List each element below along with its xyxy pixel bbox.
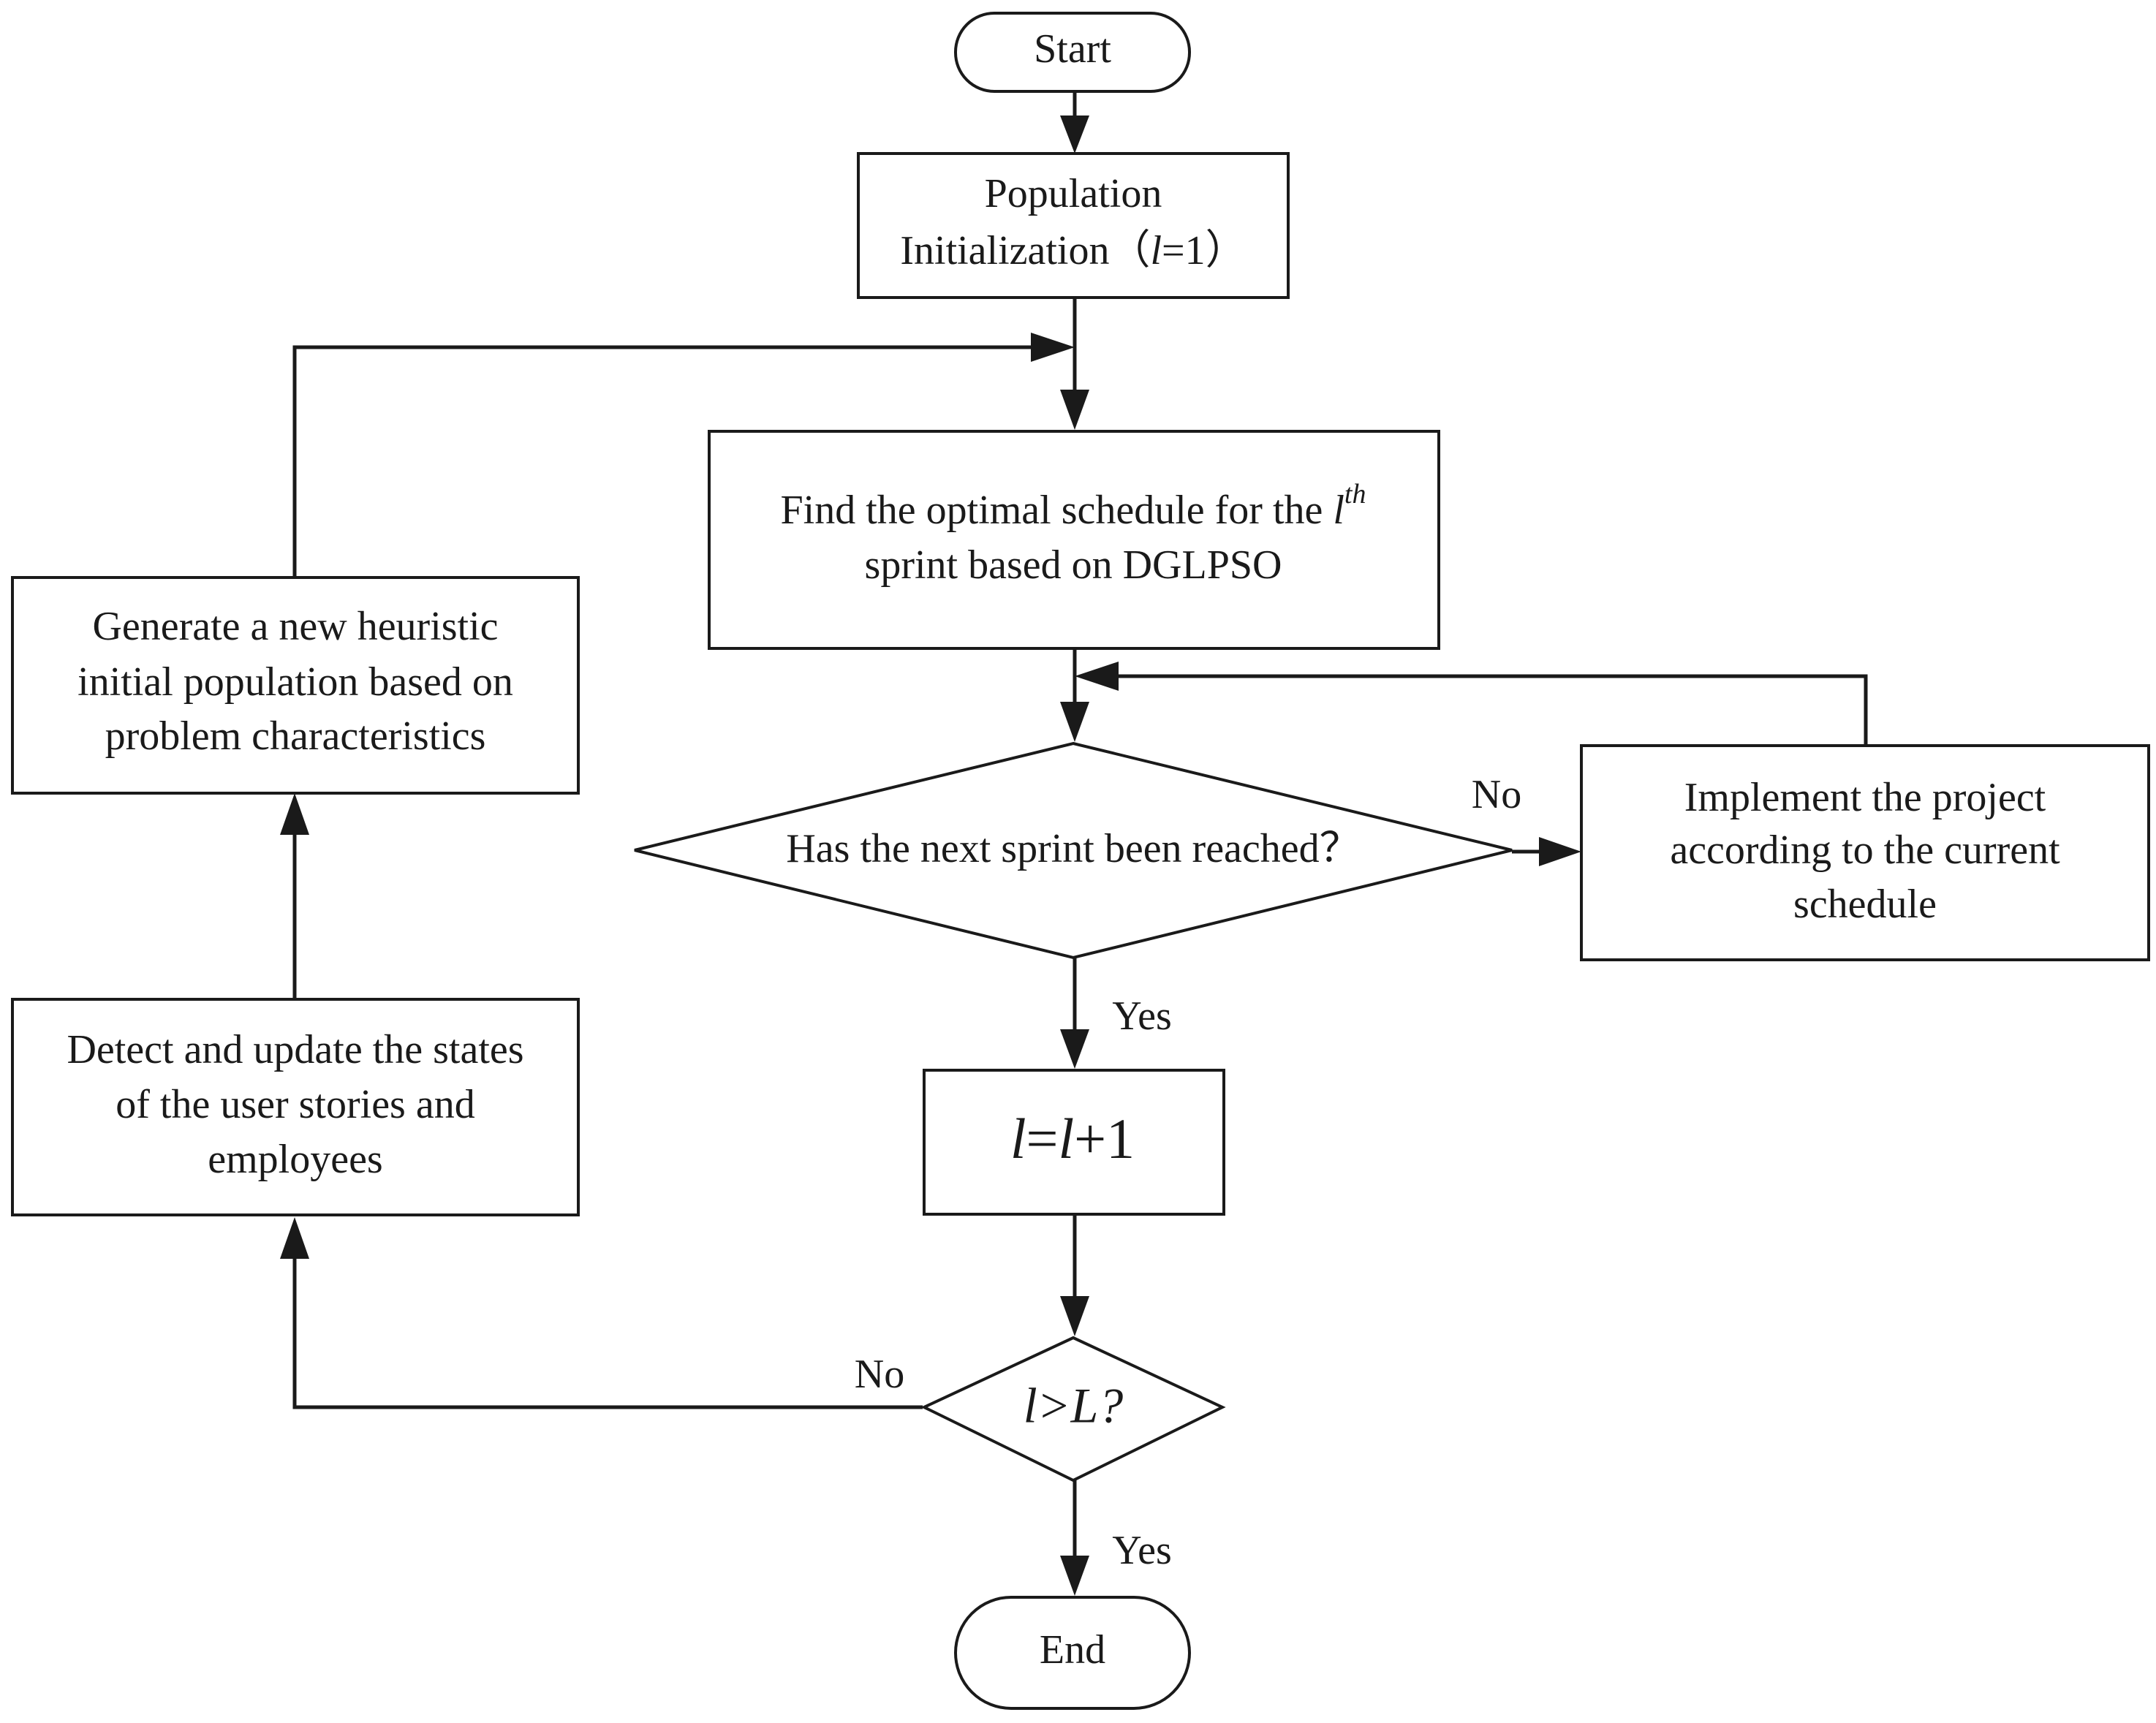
init-line2-pre: Initialization（ (900, 228, 1150, 273)
arrowhead-detect (280, 1217, 309, 1259)
detect-line1: Detect and update the states (67, 1027, 523, 1072)
find-line1-sup: th (1344, 479, 1366, 510)
arrowhead-loop-merge (1031, 333, 1075, 362)
edge-limit-no (292, 1257, 923, 1409)
sprint-no-label: No (1472, 772, 1521, 817)
sprint-decision: Has the next sprint been reached？ (634, 741, 1513, 960)
connectors (280, 91, 1868, 1596)
limit-no-label: No (855, 1352, 904, 1397)
detect-line3: employees (208, 1137, 382, 1182)
implement-rect (1580, 744, 2150, 961)
find-line1-pre: Find the optimal schedule for the (781, 488, 1334, 533)
sprint-decision-label: Has the next sprint been reached？ (786, 826, 1360, 871)
arrowhead-limit-check (1060, 1296, 1089, 1336)
find-line2: sprint based on DGLPSO (865, 542, 1282, 588)
arrowhead-sprint-check (1060, 702, 1089, 742)
arrowhead-implement-loop (1075, 662, 1119, 691)
increment-eq: = (1026, 1107, 1059, 1170)
edge-labels: No Yes No Yes (855, 772, 1521, 1573)
population-initialization-box: Population Initialization（l=1） (857, 152, 1290, 299)
arrowhead-increment (1060, 1029, 1089, 1069)
detect-update-box: Detect and update the states of the user… (11, 998, 580, 1216)
arrowhead-end (1060, 1556, 1089, 1596)
increment-rhs-var: l (1059, 1107, 1075, 1170)
arrowhead-generate (280, 793, 309, 835)
increment-box: l=l+1 (923, 1069, 1225, 1216)
arrowhead-implement (1539, 837, 1581, 866)
find-line1: Find the optimal schedule for the lth (781, 479, 1366, 533)
start-node: Start (954, 12, 1191, 93)
limit-decision-label: l>L? (1024, 1378, 1124, 1434)
limit-yes-label: Yes (1112, 1528, 1171, 1573)
sprint-yes-label: Yes (1112, 993, 1171, 1039)
init-line2-post: =1） (1162, 228, 1247, 273)
increment-label: l=l+1 (1010, 1107, 1135, 1170)
implement-line1: Implement the project (1684, 775, 2046, 820)
edge-implement-loop (1117, 674, 1868, 746)
sprint-diamond (634, 741, 1513, 960)
detect-line2: of the user stories and (116, 1082, 474, 1127)
generate-rect (11, 576, 580, 795)
init-line2: Initialization（l=1） (900, 228, 1246, 273)
init-rect (857, 152, 1290, 299)
increment-rect (923, 1069, 1225, 1216)
edge-generate-to-find (292, 345, 1034, 578)
start-label: Start (1034, 26, 1111, 72)
find-rect (708, 430, 1440, 650)
end-label: End (1040, 1627, 1105, 1673)
init-line1: Population (985, 171, 1162, 216)
end-terminator (954, 1596, 1191, 1710)
increment-rhs-rest: +1 (1074, 1107, 1135, 1170)
generate-line3: problem characteristics (105, 713, 486, 759)
end-node: End (954, 1596, 1191, 1710)
find-optimal-schedule-box: Find the optimal schedule for the lth sp… (708, 430, 1440, 650)
find-line1-var: l (1333, 488, 1344, 533)
generate-line2: initial population based on (77, 659, 513, 705)
implement-line3: schedule (1793, 882, 1937, 927)
implement-line2: according to the current (1670, 828, 2060, 873)
arrowhead-find (1060, 390, 1089, 430)
init-line2-var: l (1150, 228, 1162, 273)
detect-rect (11, 998, 580, 1216)
increment-lhs: l (1010, 1107, 1026, 1170)
generate-line1: Generate a new heuristic (92, 604, 498, 649)
limit-diamond (920, 1336, 1226, 1482)
start-terminator (954, 12, 1191, 93)
generate-population-box: Generate a new heuristic initial populat… (11, 576, 580, 795)
implement-project-box: Implement the project according to the c… (1580, 744, 2150, 961)
limit-decision: l>L? (920, 1336, 1226, 1482)
arrowhead-init (1060, 116, 1089, 154)
